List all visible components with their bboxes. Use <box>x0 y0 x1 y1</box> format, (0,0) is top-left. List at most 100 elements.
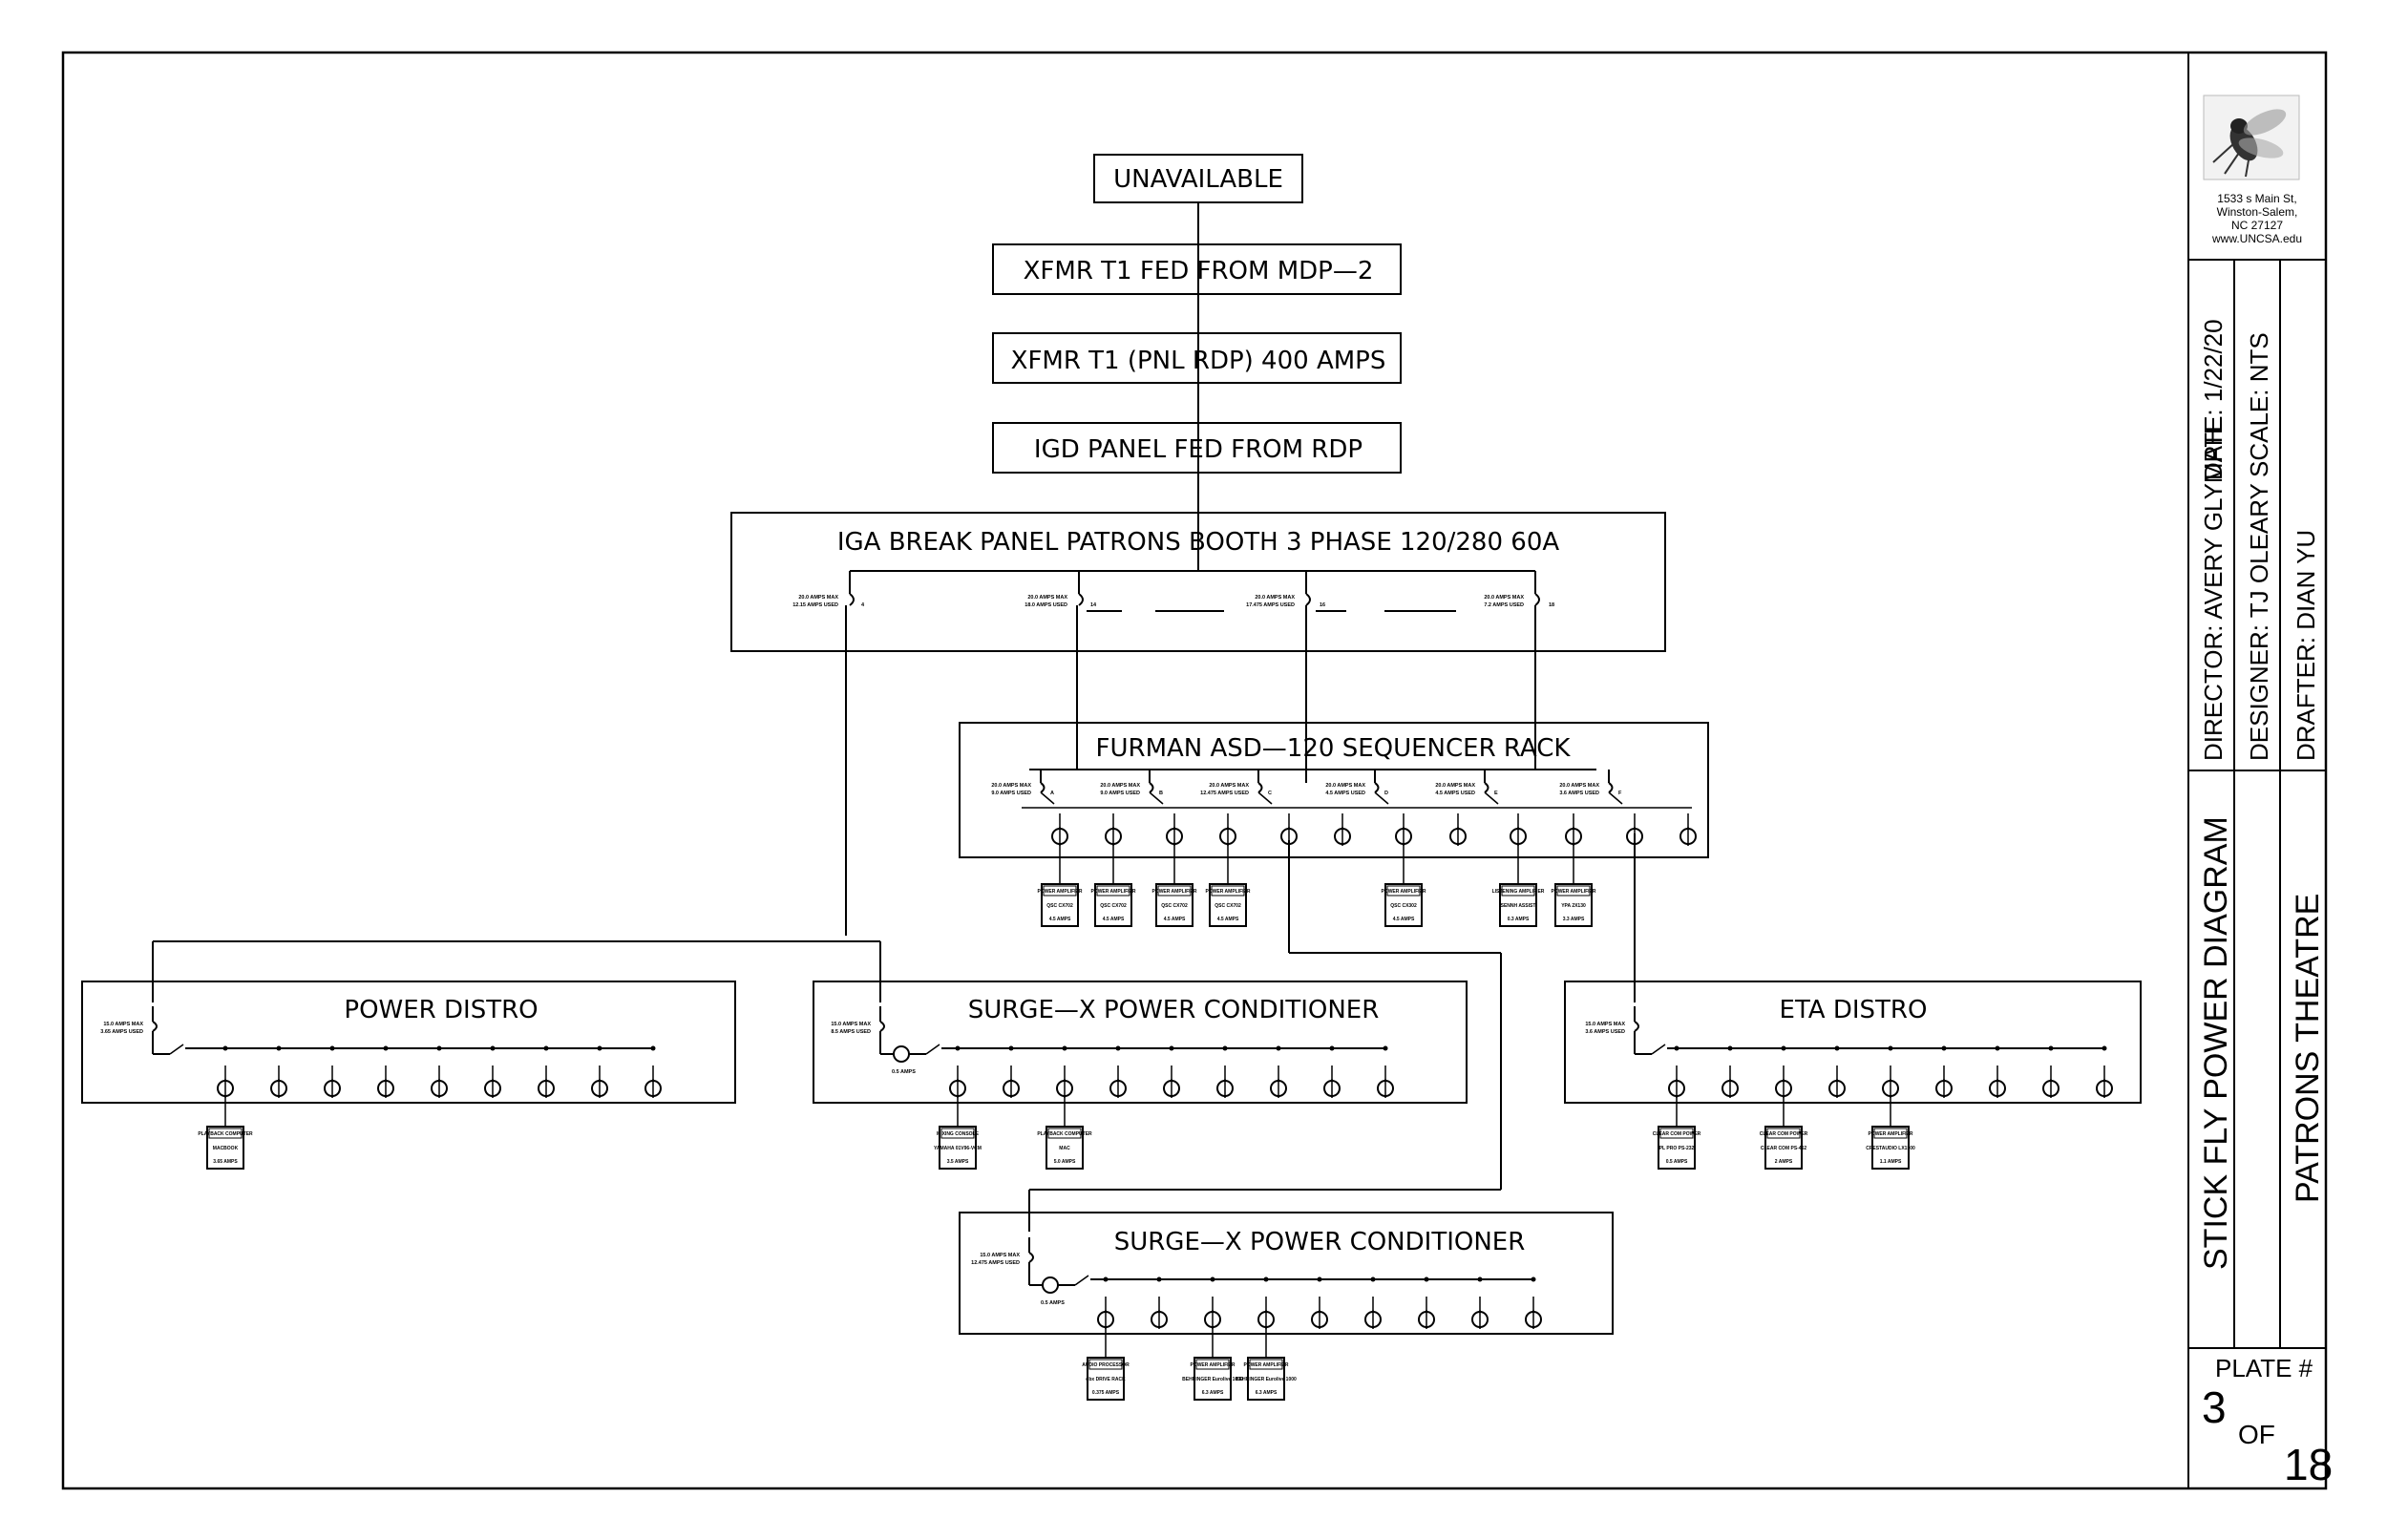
break-panel-breaker-14: 20.0 AMPS MAX 18.0 AMPS USED 14 <box>1025 571 1224 770</box>
device-title: LISTENING AMPLIFIER <box>1492 889 1545 895</box>
outlet-icon <box>538 1065 555 1098</box>
outlet-icon <box>1003 1065 1020 1098</box>
surge-x-2: SURGE—X POWER CONDITIONER 15.0 AMPS MAX 1… <box>959 1212 1614 1401</box>
outlet-icon <box>1051 813 1068 846</box>
outlet-icon <box>217 1065 234 1098</box>
device-model: BEHRINGER Eurolive 1000 <box>1182 1377 1243 1382</box>
outlet-icon <box>1510 813 1527 846</box>
device-model: SENNH ASSIST <box>1501 903 1536 909</box>
device-model: CRESTAUDIO LX1500 <box>1866 1146 1915 1151</box>
address: 1533 s Main St, Winston-Salem, NC 27127 … <box>2211 192 2302 245</box>
outlet-icon <box>1395 813 1412 846</box>
device-amps: 4.5 AMPS <box>1393 917 1415 922</box>
surge-x-1-box <box>813 981 1468 1104</box>
outlet-icon <box>1377 1065 1394 1098</box>
address-line-3: NC 27127 <box>2231 219 2283 232</box>
plate-label: PLATE # <box>2215 1354 2313 1382</box>
outlet-icon <box>1097 1297 1114 1329</box>
breaker-used-label: 9.0 AMPS USED <box>991 791 1031 796</box>
device-title: POWER AMPLIFIER <box>1381 889 1426 895</box>
outlet-icon <box>324 1065 341 1098</box>
breaker-letter: D <box>1384 791 1388 796</box>
outlet-icon <box>1565 813 1582 846</box>
breaker-max-label: 20.0 AMPS MAX <box>991 783 1031 789</box>
device-model: CLEAR COM PS-452 <box>1761 1146 1807 1151</box>
outlet-icon <box>1151 1297 1168 1329</box>
date-label: DATE: 1/22/20 <box>2199 319 2228 480</box>
fly-icon <box>2203 95 2300 180</box>
eta-distro-label: ETA DISTRO <box>1780 996 1928 1024</box>
device-title: POWER AMPLIFIER <box>1868 1131 1912 1137</box>
device-title: POWER AMPLIFIER <box>1151 889 1196 895</box>
device-title: CLEAR COM POWER <box>1653 1131 1701 1137</box>
breaker-used-label: 3.65 AMPS USED <box>100 1029 143 1035</box>
plate-of: OF <box>2238 1420 2275 1449</box>
outlet-icon <box>270 1065 287 1098</box>
device-model: YPA 2X130 <box>1561 903 1586 909</box>
meter-icon <box>1042 1276 1059 1294</box>
svg-text:18.0 AMPS USED: 18.0 AMPS USED <box>1025 602 1067 608</box>
breaker-used-label: 12.475 AMPS USED <box>971 1260 1020 1266</box>
outlet-icon <box>1334 813 1351 846</box>
device-amps: 4.5 AMPS <box>1217 917 1239 922</box>
outlet-icon <box>1219 813 1236 846</box>
breaker-max-label: 20.0 AMPS MAX <box>1100 783 1140 789</box>
feed-routing <box>152 833 1636 1232</box>
breaker-used-label: 3.6 AMPS USED <box>1559 791 1599 796</box>
surge-x-1: SURGE—X POWER CONDITIONER 15.0 AMPS MAX8… <box>813 981 1468 1170</box>
break-panel-breaker-18: 20.0 AMPS MAX 7.2 AMPS USED 18 <box>1484 571 1554 770</box>
venue-title: PATRONS THEATRE <box>2290 894 2326 1203</box>
outlet-icon <box>1449 813 1467 846</box>
outlet-icon <box>484 1065 501 1098</box>
svg-text:4: 4 <box>861 602 865 608</box>
device-model: QSC CX702 <box>1046 903 1073 909</box>
outlet-icon <box>2042 1065 2060 1098</box>
breaker-max-label: 20.0 AMPS MAX <box>1209 783 1249 789</box>
feed-box-xfmr-mdp <box>992 243 1402 295</box>
plate-number: 3 <box>2202 1382 2227 1432</box>
address-line-1: 1533 s Main St, <box>2217 192 2296 205</box>
surge-x-1-label: SURGE—X POWER CONDITIONER <box>968 996 1380 1024</box>
outlet-icon <box>1323 1065 1341 1098</box>
outlet-icon <box>431 1065 448 1098</box>
breaker-max-label: 20.0 AMPS MAX <box>1559 783 1599 789</box>
drafter-label: DRAFTER: DIAN YU <box>2292 530 2320 761</box>
outlet-icon <box>1109 1065 1127 1098</box>
breaker-max-label: 15.0 AMPS MAX <box>1585 1022 1625 1027</box>
designer-label: DESIGNER: TJ OLEARY <box>2245 483 2273 761</box>
device-model: BEHRINGER Eurolive 1000 <box>1236 1377 1297 1382</box>
device-title: POWER AMPLIFIER <box>1090 889 1135 895</box>
surge-x-2-label: SURGE—X POWER CONDITIONER <box>1114 1228 1526 1256</box>
power-distro-label: POWER DISTRO <box>344 996 538 1024</box>
breaker-used-label: 4.5 AMPS USED <box>1435 791 1475 796</box>
device-model: MACBOOK <box>213 1146 239 1151</box>
title-block: 1533 s Main St, Winston-Salem, NC 27127 … <box>2187 53 2333 1489</box>
power-distro-box <box>81 981 736 1104</box>
outlet-icon <box>1882 1065 1899 1098</box>
drawing-title: STICK FLY POWER DIAGRAM <box>2198 816 2234 1270</box>
device-title: POWER AMPLIFIER <box>1037 889 1082 895</box>
breaker-max-label: 15.0 AMPS MAX <box>980 1253 1020 1258</box>
device-amps: 6.3 AMPS <box>1256 1390 1278 1396</box>
break-panel-label: IGA BREAK PANEL PATRONS BOOTH 3 PHASE 12… <box>837 528 1560 557</box>
sequencer-rack-label: FURMAN ASD—120 SEQUENCER RACK <box>1096 734 1572 763</box>
outlet-icon <box>1163 1065 1180 1098</box>
device-model: QSC CX702 <box>1161 903 1188 909</box>
outlet-icon <box>1418 1297 1435 1329</box>
switch-icon <box>1651 1044 1666 1055</box>
device-title: PLAYBACK COMPUTER <box>1037 1131 1092 1137</box>
device-amps: 6.3 AMPS <box>1202 1390 1224 1396</box>
device-amps: 2 AMPS <box>1775 1159 1793 1165</box>
device-title: POWER AMPLIFIER <box>1551 889 1595 895</box>
